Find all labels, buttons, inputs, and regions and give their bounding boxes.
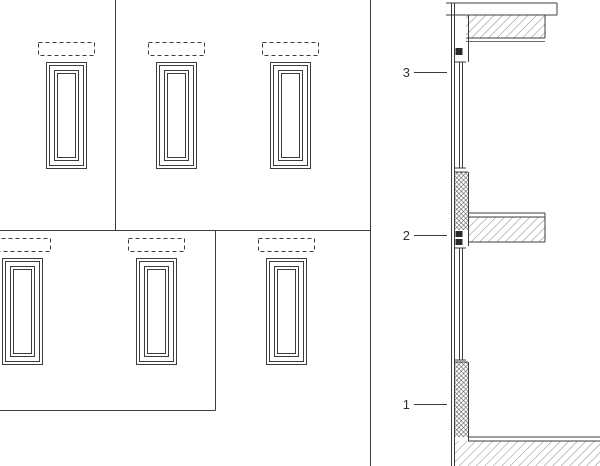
facade-elevation bbox=[0, 0, 371, 466]
upper-floor-windows bbox=[38, 42, 319, 169]
wall-section bbox=[446, 2, 600, 466]
window-lower-middle bbox=[128, 238, 185, 365]
roof-parapet bbox=[446, 2, 558, 42]
ground-floor-slab bbox=[468, 436, 600, 442]
callout-1-label: 1 bbox=[403, 397, 410, 412]
fixing-brackets bbox=[455, 48, 463, 245]
head-bracket-detail-top bbox=[455, 48, 463, 55]
callout-3: 3 bbox=[403, 65, 447, 80]
callout-2-label: 2 bbox=[403, 228, 410, 243]
transom-bracket-detail-lower bbox=[455, 239, 463, 245]
lower-window-glazing bbox=[454, 247, 468, 363]
spandrel-insulation-hatch-lower bbox=[454, 362, 468, 437]
window-upper-left bbox=[38, 42, 95, 169]
window-upper-middle bbox=[148, 42, 205, 169]
lower-floor-windows bbox=[0, 238, 315, 365]
upper-window-glazing bbox=[454, 61, 468, 173]
window-upper-right bbox=[262, 42, 319, 169]
callout-3-label: 3 bbox=[403, 65, 410, 80]
window-lower-right bbox=[258, 238, 315, 365]
roof-slab-hatch bbox=[466, 15, 545, 38]
window-lower-left bbox=[0, 238, 51, 365]
mid-floor-slab-hatch bbox=[468, 217, 545, 242]
mid-floor-slab bbox=[468, 212, 546, 243]
wall-faces bbox=[451, 3, 469, 466]
section-hatches bbox=[454, 15, 600, 466]
callout-1: 1 bbox=[403, 397, 447, 412]
section-callouts: 3 2 1 bbox=[403, 65, 447, 412]
ground-floor-slab-hatch bbox=[454, 441, 600, 466]
spandrel-insulation-hatch-upper bbox=[454, 172, 468, 230]
transom-bracket-detail-upper bbox=[455, 231, 463, 237]
facade-panel-joints bbox=[0, 0, 371, 466]
callout-2: 2 bbox=[403, 228, 447, 243]
